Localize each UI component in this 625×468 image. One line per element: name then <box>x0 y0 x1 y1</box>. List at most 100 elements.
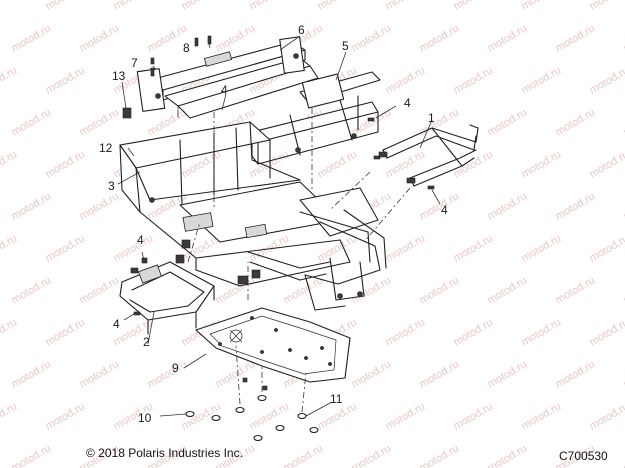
watermark: motod.ru <box>10 190 54 222</box>
watermark: motod.ru <box>520 148 564 180</box>
part-3-main-frame <box>119 121 387 311</box>
watermark: motod.ru <box>452 64 496 96</box>
watermark: motod.ru <box>350 274 394 306</box>
watermark: motod.ru <box>44 64 88 96</box>
watermark: motod.ru <box>112 0 156 13</box>
diagram-code: C700530 <box>559 449 608 463</box>
watermark: motod.ru <box>520 64 564 96</box>
watermark: motod.ru <box>554 106 598 138</box>
watermark: motod.ru <box>520 0 564 13</box>
watermark: motod.ru <box>418 274 462 306</box>
assembly-lines <box>187 108 411 413</box>
watermark: motod.ru <box>214 358 258 390</box>
callout-4d: 4 <box>137 233 144 247</box>
watermark: motod.ru <box>384 64 428 96</box>
watermark: motod.ru <box>622 274 625 306</box>
part-2-skid-bracket <box>119 254 215 335</box>
watermark: motod.ru <box>588 400 625 432</box>
watermark: motod.ru <box>486 442 530 468</box>
watermark: motod.ru <box>486 106 530 138</box>
watermark: motod.ru <box>350 442 394 468</box>
watermark: motod.ru <box>350 22 394 54</box>
watermark: motod.ru <box>452 0 496 13</box>
bolts-4 <box>133 117 435 316</box>
watermark: motod.ru <box>486 274 530 306</box>
watermark: motod.ru <box>214 22 258 54</box>
watermark: motod.ru <box>588 232 625 264</box>
part-13-bracket <box>122 107 132 119</box>
watermark: motod.ru <box>622 358 625 390</box>
watermark: motod.ru <box>452 316 496 348</box>
watermark: motod.ru <box>520 316 564 348</box>
callout-3: 3 <box>108 179 115 193</box>
watermark: motod.ru <box>350 358 394 390</box>
watermark: motod.ru <box>248 400 292 432</box>
watermark: motod.ru <box>554 190 598 222</box>
callout-13: 13 <box>112 69 126 83</box>
watermark: motod.ru <box>112 232 156 264</box>
watermark: motod.ru <box>384 232 428 264</box>
watermark: motod.ru <box>44 0 88 13</box>
callout-5: 5 <box>342 39 349 53</box>
watermark: motod.ru <box>248 0 292 13</box>
watermark: motod.ru <box>520 400 564 432</box>
callout-11: 11 <box>330 392 343 406</box>
watermark: motod.ru <box>622 190 625 222</box>
watermark: motod.ru <box>452 148 496 180</box>
callout-4a: 4 <box>221 83 228 97</box>
watermark: motod.ru <box>10 358 54 390</box>
watermark: motod.ru <box>78 22 122 54</box>
watermark: motod.ru <box>588 148 625 180</box>
watermark: motod.ru <box>316 0 360 13</box>
watermark: motod.ru <box>78 190 122 222</box>
watermark: motod.ru <box>78 358 122 390</box>
watermark: motod.ru <box>452 232 496 264</box>
watermark: motod.ru <box>418 106 462 138</box>
watermark: motod.ru <box>622 106 625 138</box>
watermark: motod.ru <box>10 442 54 468</box>
part-6-upper-rear-frame <box>136 36 319 119</box>
watermark: motod.ru <box>384 400 428 432</box>
watermark: motod.ru <box>0 232 19 264</box>
watermark: motod.ru <box>554 22 598 54</box>
watermark: motod.ru <box>78 274 122 306</box>
watermark: motod.ru <box>418 358 462 390</box>
watermark: motod.ru <box>282 442 326 468</box>
callout-8: 8 <box>183 41 190 55</box>
copyright-text: © 2018 Polaris Industries Inc. <box>86 446 243 460</box>
watermark: motod.ru <box>520 232 564 264</box>
watermark: motod.ru <box>418 190 462 222</box>
watermark: motod.ru <box>588 316 625 348</box>
watermark: motod.ru <box>622 442 625 468</box>
part-1-rear-tube <box>378 124 479 187</box>
watermark: motod.ru <box>486 22 530 54</box>
watermark: motod.ru <box>418 442 462 468</box>
watermark: motod.ru <box>486 190 530 222</box>
callout-4b: 4 <box>404 96 411 110</box>
watermark: motod.ru <box>486 358 530 390</box>
callout-7: 7 <box>131 56 138 70</box>
callout-4c: 4 <box>441 203 448 217</box>
watermark: motod.ru <box>384 148 428 180</box>
watermark: motod.ru <box>0 0 19 13</box>
callout-12: 12 <box>99 141 113 155</box>
watermark: motod.ru <box>554 274 598 306</box>
watermark: motod.ru <box>384 0 428 13</box>
watermark: motod.ru <box>588 64 625 96</box>
callout-9: 9 <box>172 361 179 375</box>
watermark: motod.ru <box>384 316 428 348</box>
watermark: motod.ru <box>10 106 54 138</box>
watermark: motod.ru <box>10 22 54 54</box>
watermark: motod.ru <box>0 148 19 180</box>
watermark: motod.ru <box>418 22 462 54</box>
callout-10: 10 <box>138 411 152 425</box>
bolts-7-8 <box>150 35 212 77</box>
watermark: motod.ru <box>10 274 54 306</box>
watermark: motod.ru <box>0 400 19 432</box>
watermark: motod.ru <box>44 232 88 264</box>
watermark: motod.ru <box>316 148 360 180</box>
watermark: motod.ru <box>44 316 88 348</box>
watermark: motod.ru <box>146 358 190 390</box>
